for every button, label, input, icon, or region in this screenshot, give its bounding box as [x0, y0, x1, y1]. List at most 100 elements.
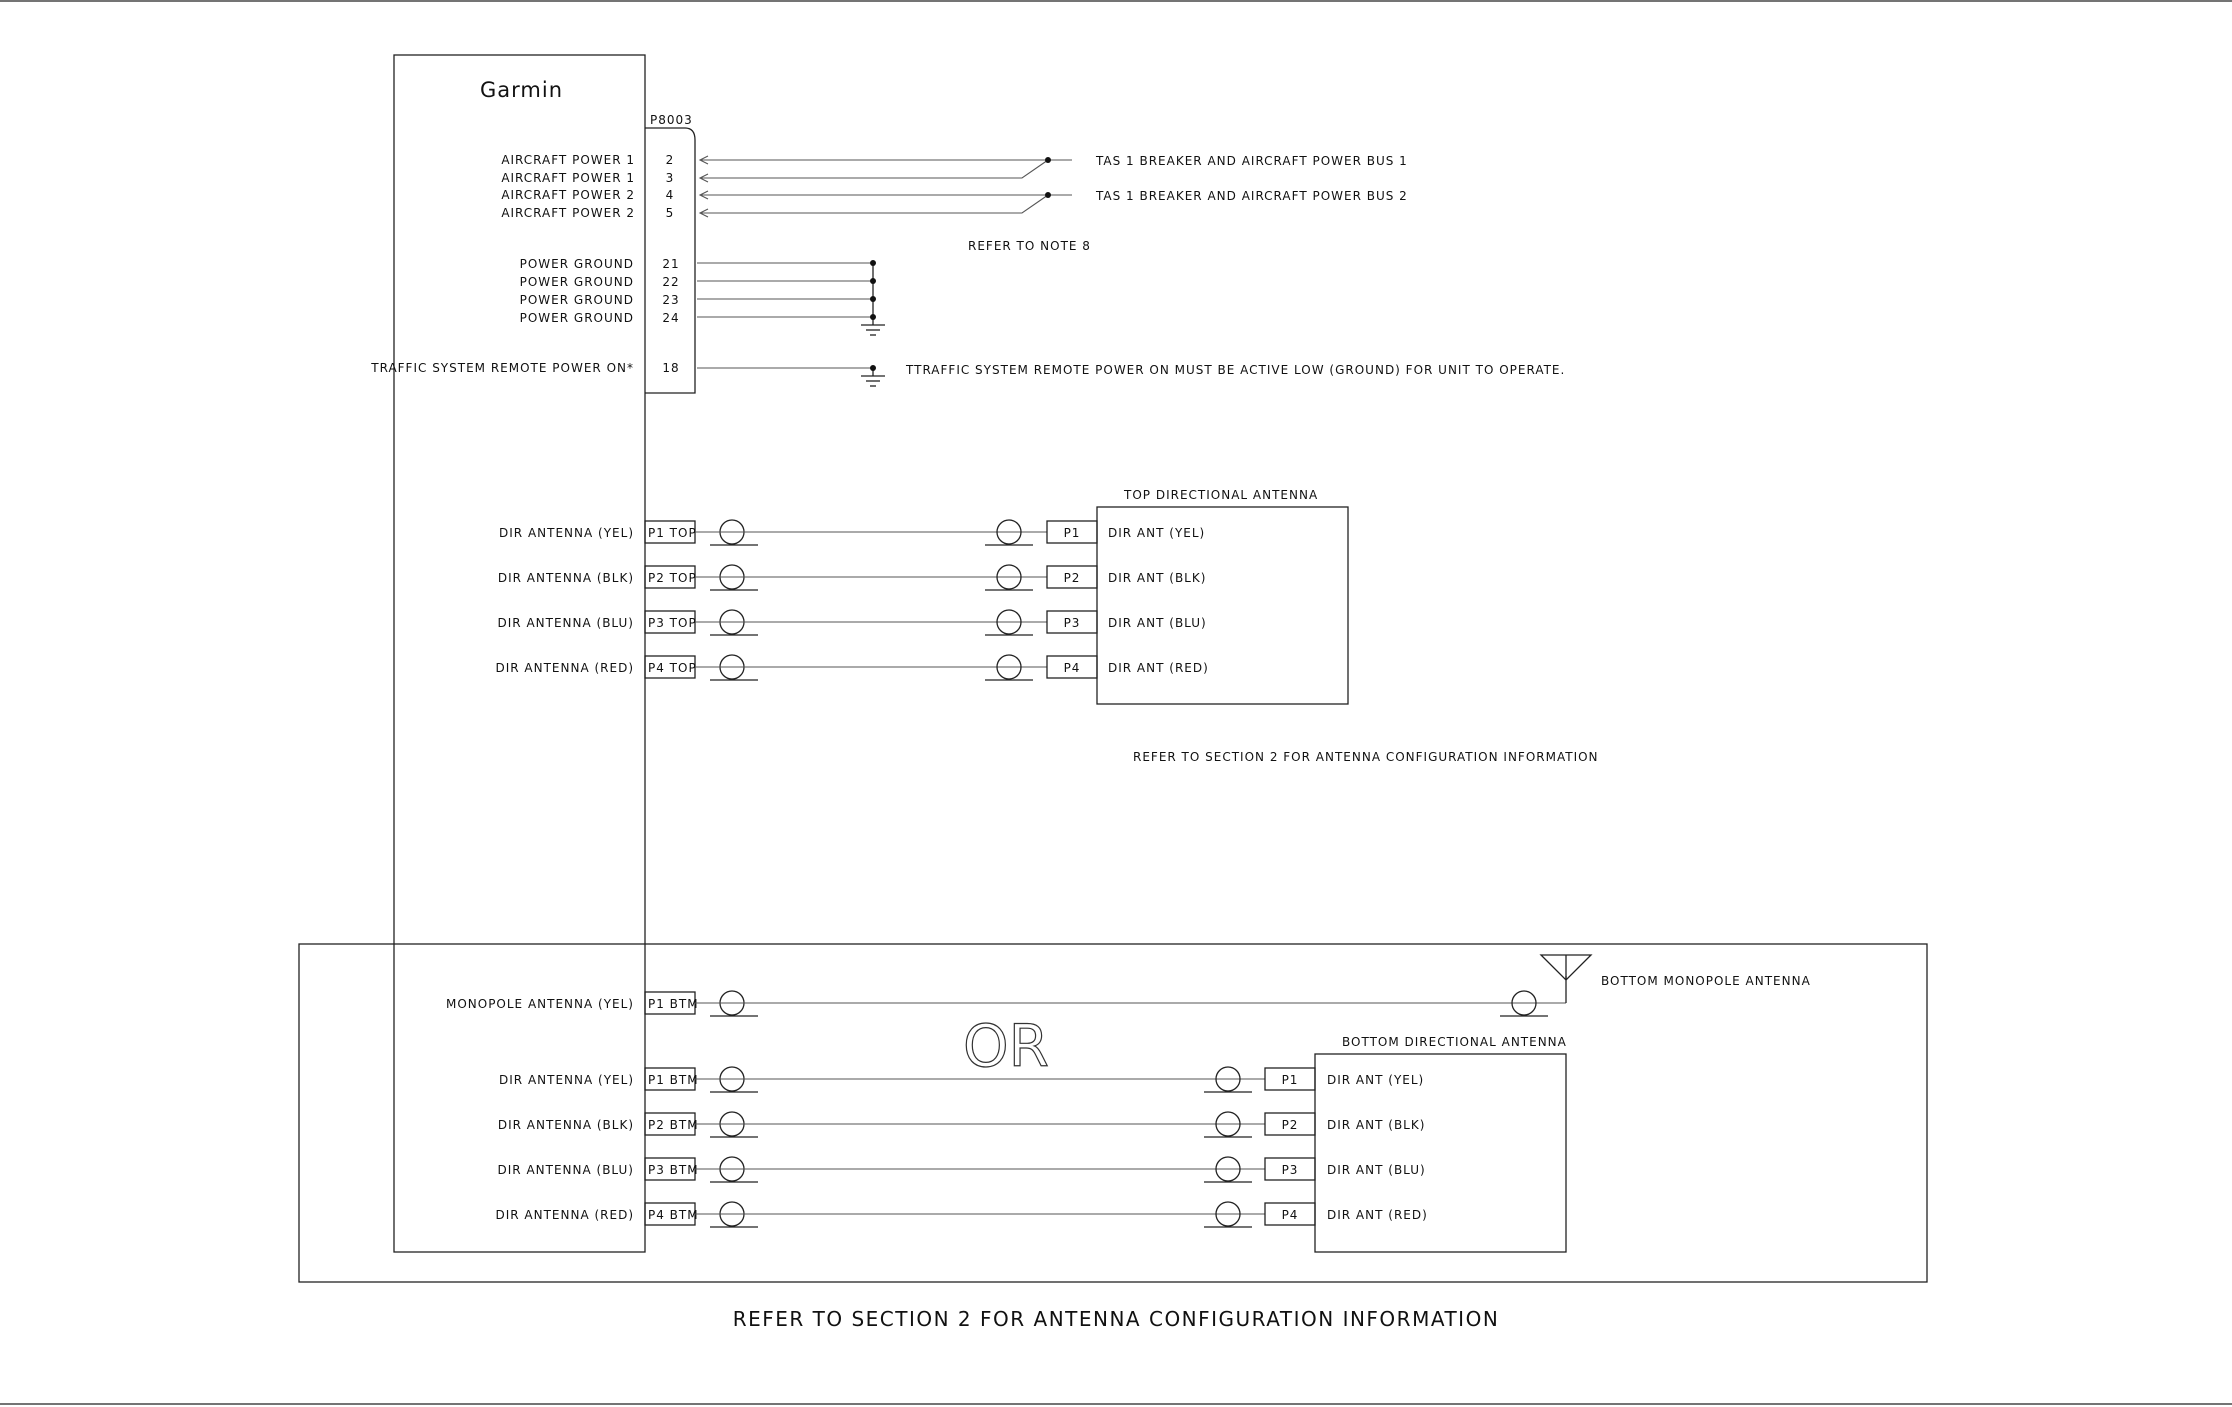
top-antenna-ant-label: DIR ANT (BLK) — [1108, 571, 1206, 585]
top-antenna-port-label: P1 — [1064, 526, 1081, 540]
top-antenna-port-label: P2 — [1064, 571, 1081, 585]
ground-pin-number: 23 — [662, 293, 679, 307]
bottom-antenna-port-box — [1264, 1202, 1316, 1226]
bottom-antenna-ant-label: DIR ANT (RED) — [1327, 1208, 1428, 1222]
power-wire — [700, 194, 1049, 214]
bottom-antenna-port-label: P4 — [1282, 1208, 1299, 1222]
bottom-option-frame — [298, 943, 1928, 1283]
coax-icon — [996, 519, 1022, 545]
coax-icon — [996, 564, 1022, 590]
top-antenna-port-box — [1046, 520, 1098, 544]
wire-arrow — [698, 190, 709, 200]
remote-power-note: TTRAFFIC SYSTEM REMOTE POWER ON MUST BE … — [905, 363, 1565, 377]
top-antenna-row: DIR ANTENNA (BLK) P2 TOP P2 DIR ANT (BLK) — [498, 564, 1206, 591]
monopole-group: MONOPOLE ANTENNA (YEL) P1 BTM BOTTOM MON… — [446, 954, 1811, 1017]
top-antenna-connector-label: P2 TOP — [648, 571, 697, 585]
ground-pin-label: POWER GROUND — [520, 293, 634, 307]
bottom-antenna-pin-label: DIR ANTENNA (BLK) — [498, 1118, 634, 1132]
power-wire — [700, 159, 1049, 179]
monopole-title: BOTTOM MONOPOLE ANTENNA — [1601, 974, 1811, 988]
coax-icon — [996, 654, 1022, 680]
wire-arrow — [698, 208, 709, 218]
ground-symbol-icon — [861, 375, 885, 387]
ground-pin-number: 21 — [662, 257, 679, 271]
top-antenna-pin-label: DIR ANTENNA (RED) — [495, 661, 634, 675]
top-antenna-port-label: P4 — [1064, 661, 1081, 675]
bottom-antenna-port-label: P1 — [1282, 1073, 1299, 1087]
bottom-antenna-connector-label: P1 BTM — [648, 1073, 699, 1087]
power-pin-label: AIRCRAFT POWER 2 — [501, 206, 635, 220]
bottom-antenna-row: DIR ANTENNA (YEL) P1 BTM P1 DIR ANT (YEL) — [499, 1066, 1424, 1093]
top-antenna-port-box — [1046, 655, 1098, 679]
bottom-antenna-connector-label: P3 BTM — [648, 1163, 699, 1177]
coax-icon — [1511, 990, 1537, 1016]
power-note: REFER TO NOTE 8 — [968, 239, 1091, 253]
splice-dot — [1045, 157, 1051, 163]
power-pin-number: 2 — [666, 153, 675, 167]
bottom-antenna-ant-label: DIR ANT (BLK) — [1327, 1118, 1425, 1132]
bottom-antenna-box — [1314, 1053, 1567, 1253]
top-antenna-connector-label: P4 TOP — [648, 661, 697, 675]
top-antenna-title: TOP DIRECTIONAL ANTENNA — [1123, 488, 1318, 502]
top-antenna-connector-label: P3 TOP — [648, 616, 697, 630]
antenna-icon — [1539, 954, 1593, 981]
top-antenna-port-box — [1046, 610, 1098, 634]
monopole-connector-label: P1 BTM — [648, 997, 699, 1011]
ground-pin-number: 24 — [662, 311, 679, 325]
bottom-antenna-ant-label: DIR ANT (BLU) — [1327, 1163, 1426, 1177]
bottom-antenna-ant-label: DIR ANT (YEL) — [1327, 1073, 1424, 1087]
footer-note: REFER TO SECTION 2 FOR ANTENNA CONFIGURA… — [733, 1307, 1500, 1331]
top-antenna-pin-label: DIR ANTENNA (BLU) — [498, 616, 634, 630]
bottom-antenna-pin-label: DIR ANTENNA (YEL) — [499, 1073, 634, 1087]
remote-power-group: TRAFFIC SYSTEM REMOTE POWER ON* 18 TTRAF… — [370, 361, 1565, 387]
top-antenna-ant-label: DIR ANT (RED) — [1108, 661, 1209, 675]
coax-icon — [996, 609, 1022, 635]
power-pin-number: 5 — [666, 206, 675, 220]
top-antenna-pin-label: DIR ANTENNA (BLK) — [498, 571, 634, 585]
bottom-antenna-port-box — [1264, 1112, 1316, 1136]
splice-dot — [870, 278, 876, 284]
connector-label: P8003 — [650, 113, 693, 127]
ground-pin-number: 22 — [662, 275, 679, 289]
top-antenna-connector-label: P1 TOP — [648, 526, 697, 540]
top-antenna-port-box — [1046, 565, 1098, 589]
top-antenna-pin-label: DIR ANTENNA (YEL) — [499, 526, 634, 540]
bottom-antenna-port-box — [1264, 1157, 1316, 1181]
coax-icon — [1215, 1066, 1241, 1092]
top-antenna-row: DIR ANTENNA (RED) P4 TOP P4 DIR ANT (RED) — [495, 654, 1209, 681]
top-antenna-box — [1096, 506, 1349, 705]
bottom-antenna-pin-label: DIR ANTENNA (BLU) — [498, 1163, 634, 1177]
ground-symbol-icon — [861, 324, 885, 336]
splice-dot — [1045, 192, 1051, 198]
p8003-connector — [645, 127, 696, 394]
splice-dot — [870, 314, 876, 320]
ground-pin-group: POWER GROUND 21 POWER GROUND 22 POWER GR… — [520, 257, 885, 336]
power-pin-label: AIRCRAFT POWER 1 — [501, 153, 635, 167]
bottom-antenna-port-label: P2 — [1282, 1118, 1299, 1132]
or-divider: OR — [963, 1012, 1049, 1080]
coax-icon — [1215, 1201, 1241, 1227]
ground-pin-label: POWER GROUND — [520, 311, 634, 325]
coax-icon — [1215, 1111, 1241, 1137]
bottom-antenna-title: BOTTOM DIRECTIONAL ANTENNA — [1342, 1035, 1567, 1049]
power-pin-number: 3 — [666, 171, 675, 185]
ground-pin-label: POWER GROUND — [520, 257, 634, 271]
ground-pin-label: POWER GROUND — [520, 275, 634, 289]
coax-icon — [1215, 1156, 1241, 1182]
power-pin-number: 4 — [666, 188, 675, 202]
bottom-antenna-port-box — [1264, 1067, 1316, 1091]
splice-dot — [870, 296, 876, 302]
top-antenna-ant-label: DIR ANT (YEL) — [1108, 526, 1205, 540]
power-bus-label: TAS 1 BREAKER AND AIRCRAFT POWER BUS 1 — [1095, 154, 1408, 168]
bottom-antenna-connector-label: P2 BTM — [648, 1118, 699, 1132]
top-antenna-ant-label: DIR ANT (BLU) — [1108, 616, 1207, 630]
bottom-antenna-connector-label: P4 BTM — [648, 1208, 699, 1222]
top-antenna-row: DIR ANTENNA (YEL) P1 TOP P1 DIR ANT (YEL) — [499, 519, 1205, 546]
power-bus-label: TAS 1 BREAKER AND AIRCRAFT POWER BUS 2 — [1095, 189, 1408, 203]
